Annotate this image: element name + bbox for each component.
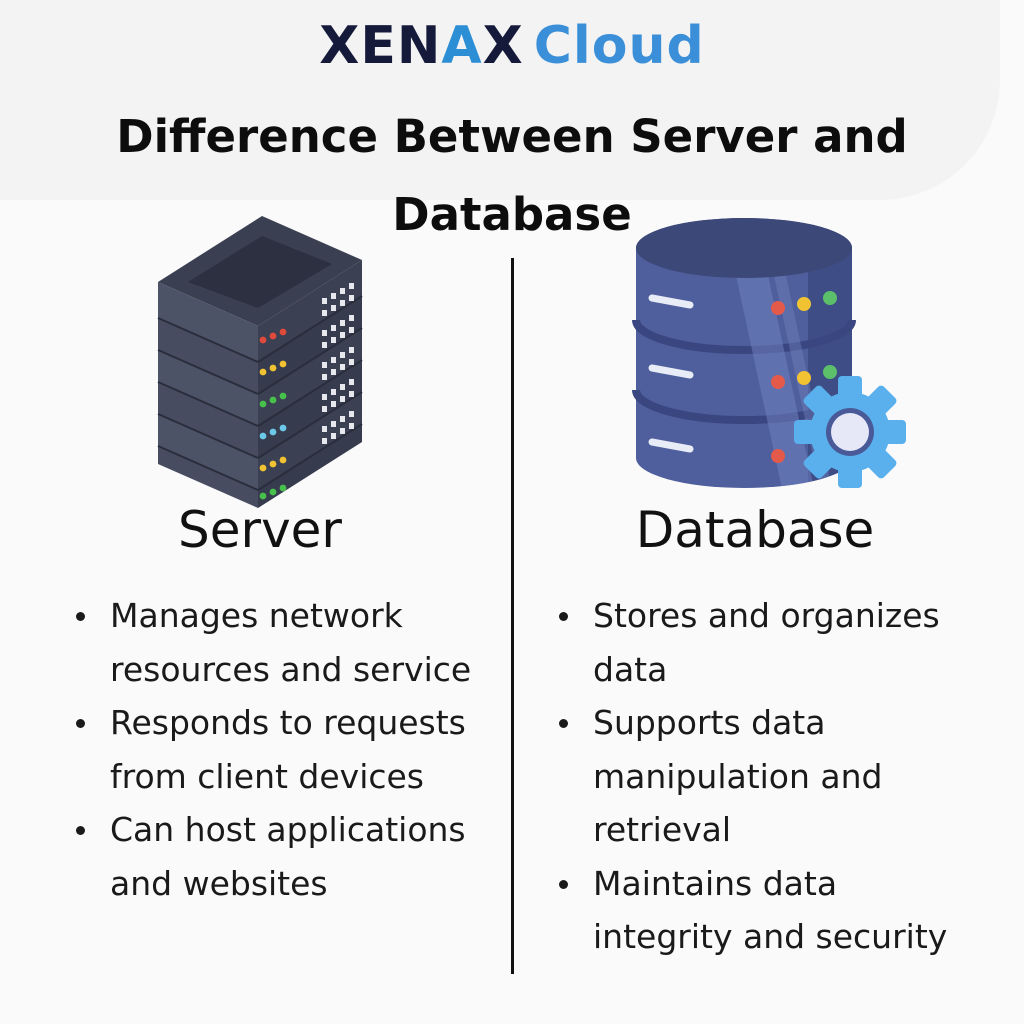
database-point: Stores and organizes data (553, 589, 983, 696)
database-gear-icon (632, 218, 906, 488)
server-rack-icon (157, 216, 363, 508)
database-point: Supports data manipulation and retrieval (553, 696, 983, 857)
server-point: Can host applications and websites (70, 803, 510, 910)
database-heading: Database (635, 501, 875, 559)
logo-text-cloud: Cloud (533, 16, 705, 76)
database-points-list: Stores and organizes data Supports data … (553, 589, 983, 964)
server-point: Responds to requests from client devices (70, 696, 510, 803)
column-divider (511, 258, 514, 974)
database-point: Maintains data integrity and security (553, 857, 983, 964)
logo-text-part1: XEN (319, 16, 442, 76)
page-title: Difference Between Server and Database (116, 110, 908, 241)
logo-text-accent: A (441, 16, 483, 76)
header-background (0, 0, 1000, 200)
server-point: Manages network resources and service (70, 589, 510, 696)
server-heading: Server (178, 501, 342, 559)
server-points-list: Manages network resources and service Re… (70, 589, 510, 910)
logo-text-part2: X (482, 16, 524, 76)
